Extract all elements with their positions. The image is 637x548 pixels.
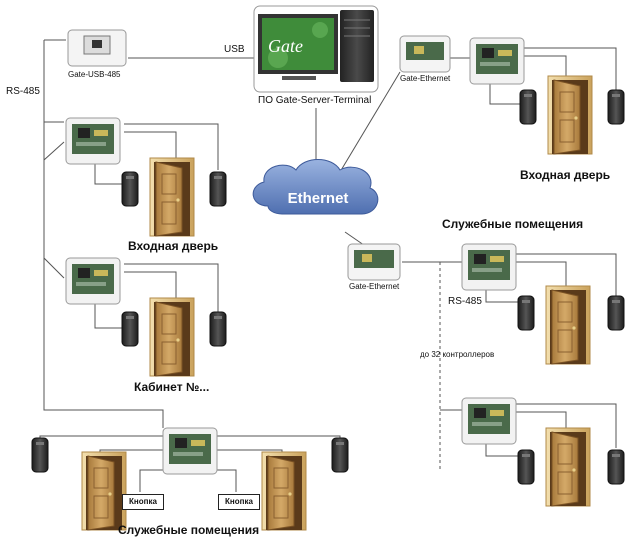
reader-right-mid-b	[607, 295, 625, 331]
zone-cabinet: Кабинет №...	[134, 380, 210, 394]
reader-right-bottom-b	[607, 449, 625, 485]
usb-converter	[67, 29, 127, 67]
ethernet-converter-mid-label: Gate-Ethernet	[349, 282, 400, 291]
usb-label: USB	[224, 44, 245, 55]
gate-logo-text: Gate	[268, 36, 303, 56]
reader-right-bottom-a	[517, 449, 535, 485]
ethernet-converter-mid	[347, 243, 401, 281]
controller-right-bottom	[461, 397, 517, 445]
controller-left-1	[65, 117, 121, 165]
server-label: ПО Gate-Server-Terminal	[258, 95, 372, 106]
door-right-mid	[545, 285, 591, 365]
controller-right-mid	[461, 243, 517, 291]
controller-bottom	[162, 427, 218, 475]
rs485-label-right: RS-485	[448, 296, 482, 307]
ethernet-cloud: Ethernet	[252, 159, 379, 215]
usb-converter-label: Gate-USB-485	[68, 70, 121, 79]
reader-bottom-b	[331, 437, 349, 473]
ethernet-converter-top-label: Gate-Ethernet	[400, 74, 451, 83]
zone-entrance-right: Входная дверь	[520, 168, 611, 182]
controller-left-2	[65, 257, 121, 305]
server-computer: Gate	[253, 5, 379, 93]
max-controllers-label: до 32 контроллеров	[420, 350, 495, 359]
door-bottom-left	[81, 451, 127, 531]
door-left-1	[149, 157, 195, 237]
reader-right-top-a	[519, 89, 537, 125]
ethernet-label: Ethernet	[288, 190, 349, 207]
door-right-top	[547, 75, 593, 155]
reader-bottom-a	[31, 437, 49, 473]
reader-right-top-b	[607, 89, 625, 125]
reader-left-2b	[209, 311, 227, 347]
zone-service-bottom: Служебные помещения	[118, 523, 260, 537]
controller-right-top	[469, 37, 525, 85]
zone-service-right: Служебные помещения	[442, 217, 584, 231]
rs485-left-top	[43, 40, 64, 123]
reader-right-mid-a	[517, 295, 535, 331]
reader-left-2a	[121, 311, 139, 347]
door-right-bottom	[545, 427, 591, 507]
reader-left-1a	[121, 171, 139, 207]
zone-entrance-left: Входная дверь	[128, 239, 219, 253]
rs485-left-bus	[43, 141, 65, 279]
exit-button-left: Кнопка	[122, 494, 164, 510]
rs485-label-left: RS-485	[6, 86, 40, 97]
door-bottom-right	[261, 451, 307, 531]
rs485-left-bottom	[43, 258, 164, 428]
reader-left-1b	[209, 171, 227, 207]
exit-button-right: Кнопка	[218, 494, 260, 510]
ethernet-converter-top	[399, 35, 451, 73]
door-left-2	[149, 297, 195, 377]
